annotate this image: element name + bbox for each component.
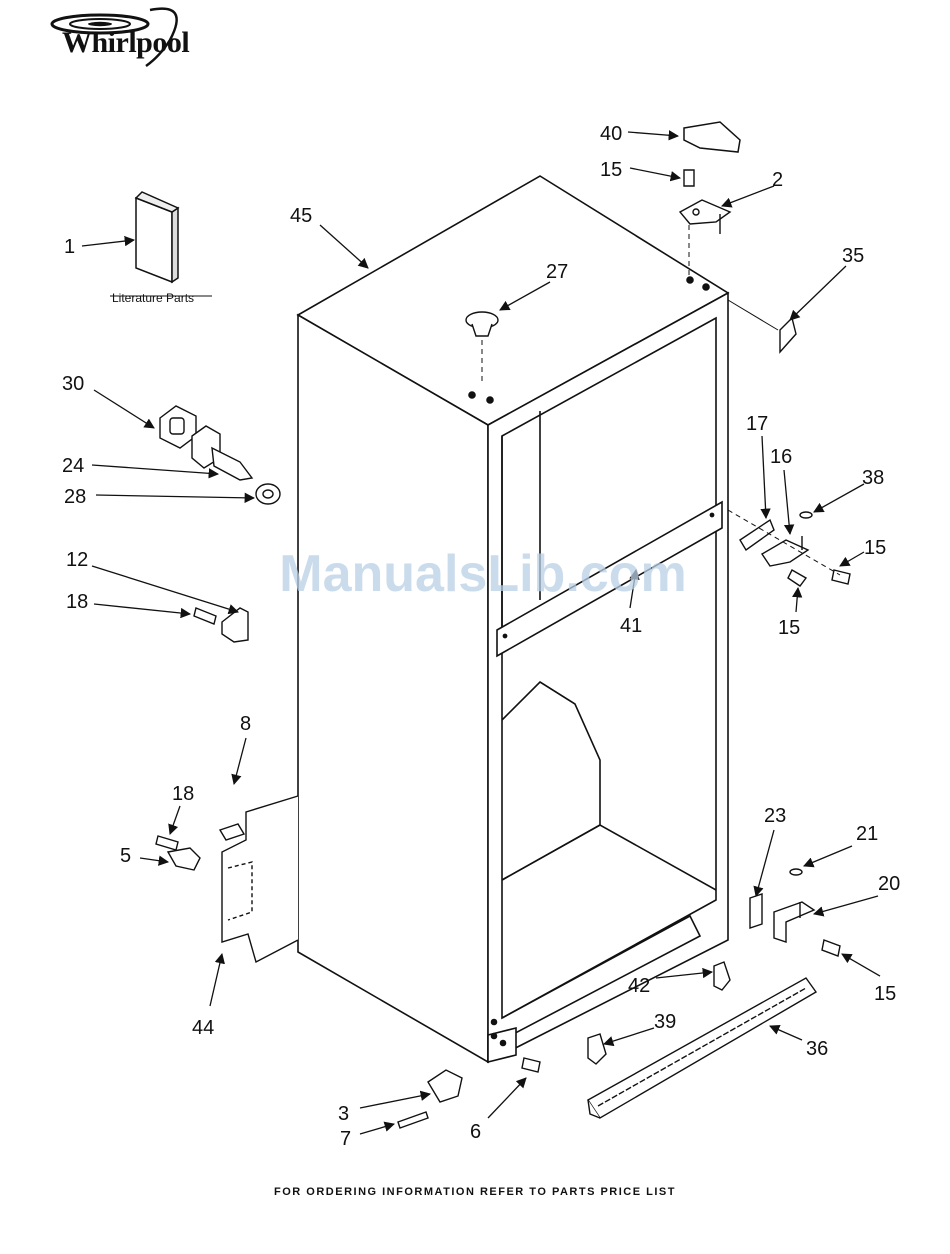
bottom-hinge-parts — [750, 869, 840, 956]
callout-30: 30 — [62, 373, 84, 395]
callout-42: 42 — [628, 975, 650, 997]
callout-15-right: 15 — [864, 537, 886, 559]
callout-20: 20 — [878, 873, 900, 895]
callout-40: 40 — [600, 123, 622, 145]
callout-24: 24 — [62, 455, 84, 477]
callout-12: 12 — [66, 549, 88, 571]
callout-38: 38 — [862, 467, 884, 489]
callout-41: 41 — [620, 615, 642, 637]
watermark-text: ManualsLib.com — [268, 544, 698, 604]
literature-booklet-icon — [136, 192, 178, 282]
lower-left-parts — [156, 796, 298, 962]
callout-45: 45 — [290, 205, 312, 227]
callout-15-bottom: 15 — [874, 983, 896, 1005]
callout-18-lower: 18 — [172, 783, 194, 805]
callout-35: 35 — [842, 245, 864, 267]
hinge-cover-part — [684, 122, 740, 152]
callout-21: 21 — [856, 823, 878, 845]
brand-flourish-icon — [146, 9, 177, 66]
callout-23: 23 — [764, 805, 786, 827]
hinge-pin-cover-part — [780, 318, 796, 352]
hinge-cover-line — [728, 300, 778, 330]
callout-15-top: 15 — [600, 159, 622, 181]
callout-7: 7 — [340, 1128, 351, 1150]
callout-28: 28 — [64, 486, 86, 508]
cabinet-body — [298, 176, 728, 1062]
callout-27: 27 — [546, 261, 568, 283]
door-stop-parts — [160, 406, 280, 504]
door-closer-bracket — [194, 608, 248, 642]
callout-18-upper: 18 — [66, 591, 88, 613]
callout-3: 3 — [338, 1103, 349, 1125]
ordering-footer-note: FOR ORDERING INFORMATION REFER TO PARTS … — [0, 1186, 950, 1198]
callout-5: 5 — [120, 845, 131, 867]
callout-2: 2 — [772, 169, 783, 191]
top-hinge-part — [680, 170, 730, 234]
base-grille-part — [588, 978, 816, 1118]
literature-parts-label: Literature Parts — [112, 291, 194, 305]
callout-15-mid: 15 — [778, 617, 800, 639]
callout-6: 6 — [470, 1121, 481, 1143]
center-hinge-parts — [740, 512, 850, 586]
callout-17: 17 — [746, 413, 768, 435]
callout-39: 39 — [654, 1011, 676, 1033]
leveling-parts — [398, 1058, 540, 1128]
callout-44: 44 — [192, 1017, 214, 1039]
callout-16: 16 — [770, 446, 792, 468]
callout-36: 36 — [806, 1038, 828, 1060]
callout-1: 1 — [64, 236, 75, 258]
callout-8: 8 — [240, 713, 251, 735]
brand-swirl-icon — [52, 15, 148, 33]
